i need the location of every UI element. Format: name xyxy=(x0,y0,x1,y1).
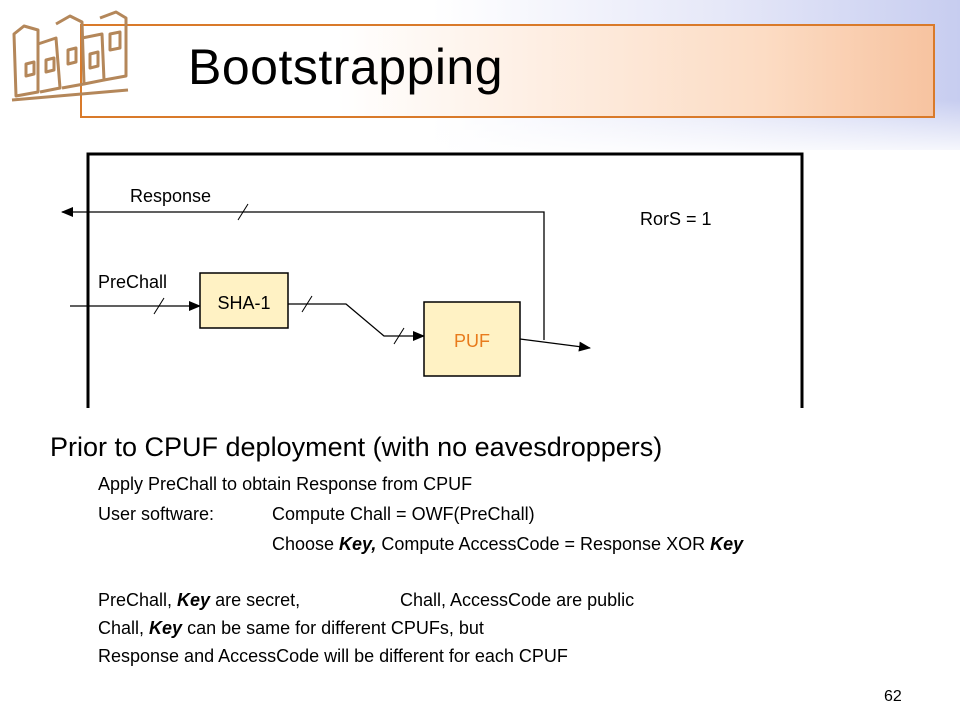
body-line-2-detail: Compute Chall = OWF(PreChall) xyxy=(272,504,535,524)
line4-text-a: PreChall, xyxy=(98,590,178,610)
body-line-3: Choose Key, Compute AccessCode = Respons… xyxy=(272,530,743,558)
bootstrapping-diagram xyxy=(61,152,804,408)
body-line-5: Chall, Key can be same for different CPU… xyxy=(98,614,484,642)
title-bar xyxy=(80,24,935,118)
body-heading: Prior to CPUF deployment (with no eavesd… xyxy=(50,432,663,462)
prechall-label: PreChall xyxy=(98,272,168,292)
rors-label: RorS = 1 xyxy=(640,209,712,229)
body-line-6: Response and AccessCode will be differen… xyxy=(98,646,568,666)
body-line-2: User software: xyxy=(98,500,214,528)
body-line-4-public: Chall, AccessCode are public xyxy=(400,590,635,610)
line3-text-a: Choose xyxy=(272,534,340,554)
body-line-4: PreChall, Key are secret, xyxy=(98,586,300,614)
line3-key2: Key xyxy=(710,534,744,554)
response-wire xyxy=(61,207,545,340)
line5-key: Key xyxy=(149,618,183,638)
prechall-bus-tick xyxy=(153,297,165,315)
sha1-label: SHA-1 xyxy=(217,293,271,313)
city-logo-icon xyxy=(11,10,129,102)
body-line-1: Apply PreChall to obtain Response from C… xyxy=(98,474,473,494)
page-number: 62 xyxy=(884,688,902,705)
response-label: Response xyxy=(130,186,212,206)
line4-text-b: are secret, xyxy=(210,590,301,610)
puf-label: PUF xyxy=(454,331,490,351)
line3-text-b: Compute AccessCode = Response XOR xyxy=(376,534,711,554)
line5-text-b: can be same for different CPUFs, but xyxy=(182,618,484,638)
line4-key: Key xyxy=(177,590,211,610)
sha1-box xyxy=(199,272,289,329)
line5-text-a: Chall, xyxy=(98,618,150,638)
puf-output-wire xyxy=(519,338,591,352)
puf-in-bus-tick xyxy=(393,327,405,345)
line3-key: Key, xyxy=(339,534,377,554)
sha-to-puf-wire xyxy=(288,303,425,341)
puf-box xyxy=(423,301,521,377)
response-bus-tick xyxy=(237,203,249,221)
sha-bus-tick xyxy=(301,295,313,313)
user-software-label: User software: xyxy=(98,504,215,524)
chip-boundary xyxy=(86,152,804,408)
slide-title: Bootstrapping xyxy=(188,39,504,95)
